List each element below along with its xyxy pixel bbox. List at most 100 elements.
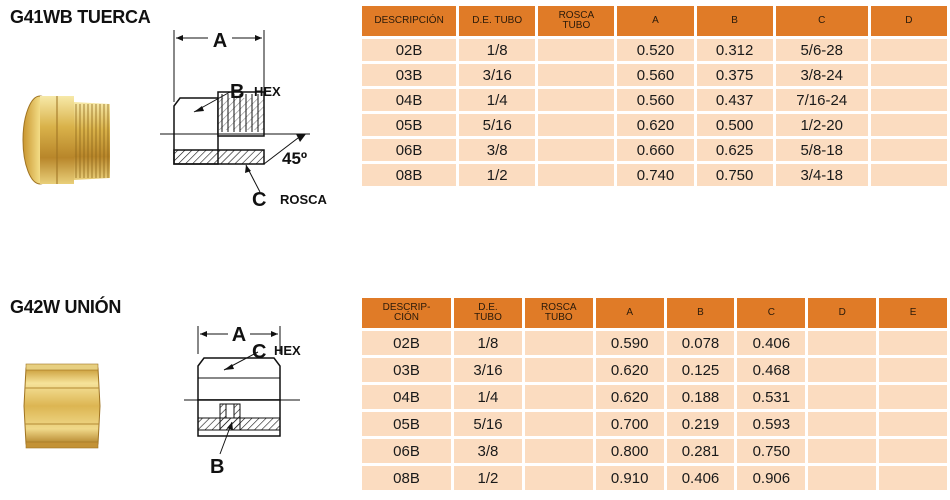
table-cell: 0.406 <box>666 466 735 490</box>
g41wb-spec-table: DESCRIPCIÓN D.E. TUBO ROSCA TUBO A B C D… <box>359 3 950 189</box>
table-cell: 5/6-28 <box>775 39 868 61</box>
table-cell: 0.906 <box>737 466 806 490</box>
table-cell: 0.188 <box>666 385 735 409</box>
table-cell: 0.531 <box>737 385 806 409</box>
table-cell <box>524 412 593 436</box>
table-cell <box>808 385 877 409</box>
table-cell: 1/8 <box>454 331 522 355</box>
table-cell <box>870 39 947 61</box>
table-cell <box>524 358 593 382</box>
table-cell: 0.620 <box>595 385 664 409</box>
table-cell: 02B <box>362 331 452 355</box>
table-cell: 1/2-20 <box>775 114 868 136</box>
table-cell: 04B <box>362 385 452 409</box>
table-cell: 0.520 <box>617 39 694 61</box>
table-cell <box>879 412 947 436</box>
column-header-text: ROSCA TUBO <box>558 10 595 31</box>
column-header: B <box>666 298 735 328</box>
table-cell: 3/16 <box>459 64 536 86</box>
column-header: C <box>775 6 868 36</box>
table-cell <box>538 139 615 161</box>
table-cell: 08B <box>362 466 452 490</box>
table-cell <box>870 139 947 161</box>
table-cell: 0.219 <box>666 412 735 436</box>
g42w-dim-c-label: C <box>252 341 266 363</box>
table-cell: 3/4-18 <box>775 164 868 186</box>
table-cell: 0.560 <box>617 89 694 111</box>
g41wb-dim-b-label: B <box>230 81 244 103</box>
table-cell: 05B <box>362 114 457 136</box>
column-header: C <box>737 298 806 328</box>
g41wb-hex-label: HEX <box>254 84 281 99</box>
table-cell: 06B <box>362 139 457 161</box>
table-cell: 0.406 <box>737 331 806 355</box>
table-cell <box>808 439 877 463</box>
table-cell <box>808 412 877 436</box>
table-cell: 04B <box>362 89 457 111</box>
table-cell <box>808 331 877 355</box>
table-cell <box>524 385 593 409</box>
table-cell: 0.620 <box>595 358 664 382</box>
table-cell: 3/8 <box>454 439 522 463</box>
column-header: E <box>879 298 947 328</box>
table-cell <box>870 114 947 136</box>
table-cell: 08B <box>362 164 457 186</box>
table-cell <box>538 39 615 61</box>
table-cell <box>870 164 947 186</box>
table-cell: 0.468 <box>737 358 806 382</box>
table-cell <box>879 385 947 409</box>
table-header-row: DESCRIP- CIÓN D.E. TUBO ROSCA TUBO A B C… <box>362 298 947 328</box>
g42w-dim-b-label: B <box>210 456 224 478</box>
column-header: DESCRIPCIÓN <box>362 6 457 36</box>
table-cell: 0.437 <box>696 89 773 111</box>
table-cell: 0.800 <box>595 439 664 463</box>
g42w-technical-drawing: A C HEX B <box>184 324 301 478</box>
table-cell: 5/8-18 <box>775 139 868 161</box>
table-cell: 0.125 <box>666 358 735 382</box>
column-header: A <box>595 298 664 328</box>
table-cell: 05B <box>362 412 452 436</box>
table-cell <box>879 358 947 382</box>
g41wb-dim-c-label: C <box>252 189 266 211</box>
table-cell <box>524 466 593 490</box>
table-cell: 1/8 <box>459 39 536 61</box>
table-cell: 1/2 <box>459 164 536 186</box>
table-cell: 0.910 <box>595 466 664 490</box>
g41wb-section: G41WB TUERCA <box>10 3 950 211</box>
table-header-row: DESCRIPCIÓN D.E. TUBO ROSCA TUBO A B C D <box>362 6 947 36</box>
table-cell: 0.620 <box>617 114 694 136</box>
table-cell: 02B <box>362 39 457 61</box>
table-cell: 0.375 <box>696 64 773 86</box>
table-cell: 0.625 <box>696 139 773 161</box>
table-cell <box>870 89 947 111</box>
table-cell: 0.281 <box>666 439 735 463</box>
g42w-product-photo <box>23 363 101 449</box>
column-header: D <box>808 298 877 328</box>
column-header-text: ROSCA TUBO <box>541 302 577 323</box>
g42w-spec-table: DESCRIP- CIÓN D.E. TUBO ROSCA TUBO A B C… <box>359 295 950 493</box>
column-header: D.E. TUBO <box>459 6 536 36</box>
table-cell <box>808 466 877 490</box>
table-cell: 5/16 <box>459 114 536 136</box>
table-cell: 5/16 <box>454 412 522 436</box>
table-cell: 0.593 <box>737 412 806 436</box>
table-cell: 0.700 <box>595 412 664 436</box>
g41wb-rosca-label: ROSCA <box>280 192 328 207</box>
column-header-text: D.E. TUBO <box>474 302 502 323</box>
table-cell: 0.750 <box>737 439 806 463</box>
table-cell: 0.560 <box>617 64 694 86</box>
table-cell <box>879 439 947 463</box>
table-cell: 3/16 <box>454 358 522 382</box>
table-cell: 06B <box>362 439 452 463</box>
g41wb-technical-drawing: A B HEX 45º C ROSCA <box>160 30 328 211</box>
g41wb-angle-label: 45º <box>282 149 307 168</box>
column-header: ROSCA TUBO <box>524 298 593 328</box>
table-cell <box>870 64 947 86</box>
table-cell <box>538 89 615 111</box>
column-header: D <box>870 6 947 36</box>
g41wb-title: G41WB TUERCA <box>10 7 151 27</box>
